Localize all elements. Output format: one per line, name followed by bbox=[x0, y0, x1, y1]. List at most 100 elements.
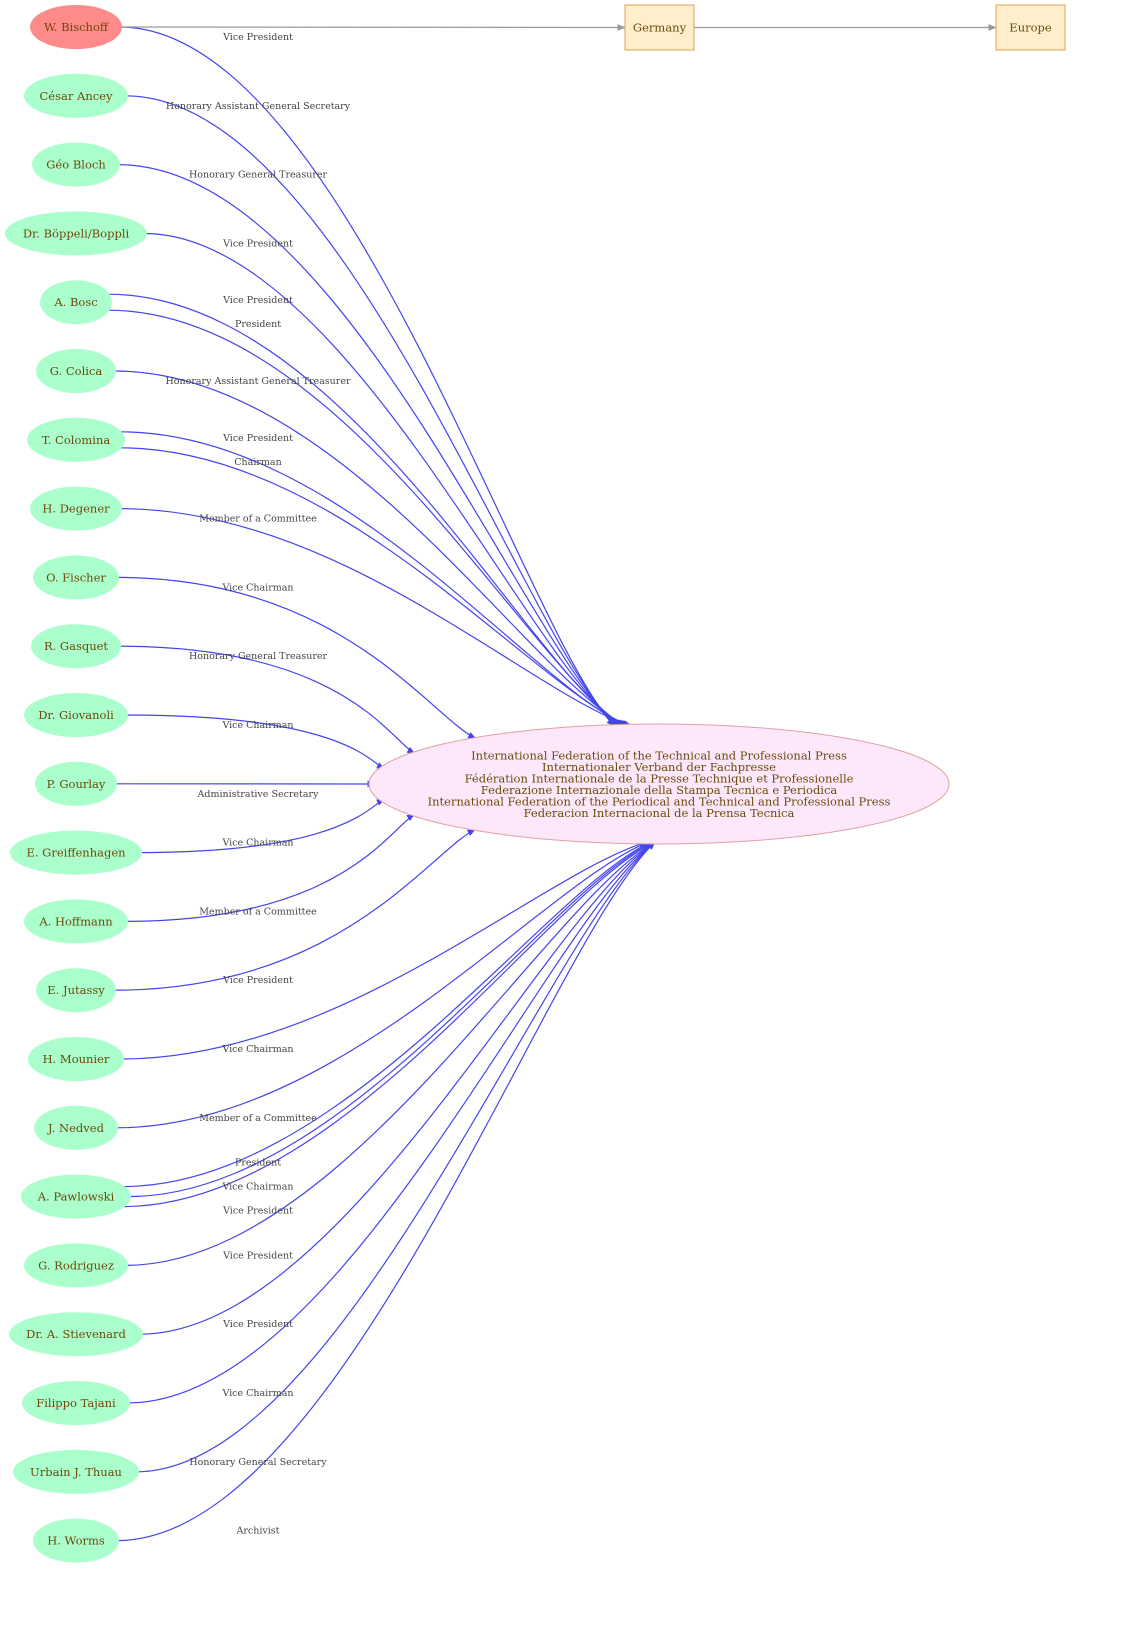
edge-label: Member of a Committee bbox=[199, 514, 317, 525]
place-node-europe[interactable]: Europe bbox=[995, 4, 1066, 51]
person-ellipse bbox=[22, 1381, 130, 1425]
organization-name-line: International Federation of the Periodic… bbox=[428, 794, 891, 808]
edge-label: Chairman bbox=[234, 457, 281, 468]
edge-label: Vice President bbox=[222, 1206, 293, 1217]
person-node-h-worms[interactable]: H. Worms bbox=[33, 1518, 119, 1563]
edge-h-worms-archivist bbox=[116, 841, 656, 1542]
edge-label: Vice Chairman bbox=[221, 1182, 293, 1193]
edge-label: Vice Chairman bbox=[221, 838, 293, 849]
edge-a-pawlowski-vice-chairman bbox=[128, 841, 654, 1198]
edge-g-colica-honorary-assistant-general-treasurer bbox=[113, 370, 627, 727]
edge-label: Vice Chairman bbox=[221, 1388, 293, 1399]
person-node-h-degener[interactable]: H. Degener bbox=[30, 486, 122, 531]
person-name: J. Nedved bbox=[47, 1121, 105, 1135]
edge-label: Honorary General Secretary bbox=[189, 1457, 327, 1468]
person-node-j-nedved[interactable]: J. Nedved bbox=[34, 1105, 118, 1150]
edge-a-pawlowski-president bbox=[122, 841, 652, 1188]
person-name: Dr. Giovanoli bbox=[38, 708, 114, 722]
person-ellipse bbox=[32, 142, 120, 187]
person-name: H. Worms bbox=[47, 1534, 105, 1548]
person-ellipse bbox=[30, 486, 122, 531]
edge-dr-giovanoli-vice-chairman bbox=[125, 714, 386, 770]
edge-g-rodriguez-vice-president bbox=[125, 841, 656, 1266]
edge-bischoff-germany bbox=[121, 24, 626, 31]
place-node-germany[interactable]: Germany bbox=[624, 4, 695, 51]
person-ellipse bbox=[24, 693, 128, 737]
edge-label: Honorary Assistant General Treasurer bbox=[165, 376, 350, 387]
person-node-p-gourlay[interactable]: P. Gourlay bbox=[35, 761, 117, 806]
person-ellipse bbox=[9, 1312, 143, 1357]
edge-j-nedved-member-of-a-committee bbox=[115, 841, 650, 1129]
edge-dr-boppeli-boppli-vice-president bbox=[143, 232, 621, 727]
person-ellipse bbox=[31, 624, 121, 669]
organization-name-line: International Federation of the Technica… bbox=[471, 748, 847, 762]
edge-label: Vice President bbox=[222, 975, 293, 986]
organization-name-line: Federacion Internacional de la Prensa Te… bbox=[524, 806, 795, 820]
person-node-t-colomina[interactable]: T. Colomina bbox=[27, 417, 125, 462]
edge-label: Honorary Assistant General Secretary bbox=[166, 101, 351, 112]
organization-node[interactable]: International Federation of the Technica… bbox=[368, 723, 950, 845]
organization-name-line: Fédération Internationale de la Presse T… bbox=[465, 771, 854, 785]
person-node-urbain-j-thuau[interactable]: Urbain J. Thuau bbox=[13, 1449, 139, 1494]
person-name: Dr. A. Stievenard bbox=[26, 1327, 126, 1341]
edge-label: Vice Chairman bbox=[221, 1044, 293, 1055]
person-name: Filippo Tajani bbox=[36, 1396, 116, 1410]
person-ellipse bbox=[35, 761, 117, 806]
person-node-a-hoffmann[interactable]: A. Hoffmann bbox=[24, 899, 128, 944]
edge-label: Vice Chairman bbox=[221, 720, 293, 731]
person-name: O. Fischer bbox=[46, 570, 106, 584]
person-ellipse bbox=[10, 830, 142, 875]
edge-label: Vice President bbox=[222, 238, 293, 249]
person-node-g-colica[interactable]: G. Colica bbox=[36, 349, 116, 393]
person-node-r-gasquet[interactable]: R. Gasquet bbox=[31, 624, 121, 669]
person-node-filippo-tajani[interactable]: Filippo Tajani bbox=[22, 1381, 130, 1425]
organization-ellipse bbox=[368, 723, 950, 845]
edge-label: Archivist bbox=[236, 1526, 280, 1537]
edge-label: Honorary General Treasurer bbox=[189, 651, 328, 662]
person-ellipse bbox=[28, 1037, 124, 1081]
edge-h-degener-member-of-a-committee bbox=[119, 508, 633, 727]
edge-urbain-j-thuau-honorary-general-secretary bbox=[135, 841, 656, 1473]
person-node-o-fischer[interactable]: O. Fischer bbox=[33, 555, 119, 600]
person-name: A. Hoffmann bbox=[38, 914, 113, 928]
edge-label: Administrative Secretary bbox=[197, 789, 320, 800]
person-name: H. Mounier bbox=[43, 1052, 110, 1066]
organization-name-line: Internationaler Verband der Fachpresse bbox=[542, 760, 776, 774]
person-node-a-bosc[interactable]: A. Bosc bbox=[40, 280, 112, 325]
person-node-e-greiffenhagen[interactable]: E. Greiffenhagen bbox=[10, 830, 142, 875]
person-node-dr-giovanoli[interactable]: Dr. Giovanoli bbox=[24, 693, 128, 737]
person-name: César Ancey bbox=[40, 89, 113, 103]
person-node-cesar-ancey[interactable]: César Ancey bbox=[24, 73, 128, 118]
person-ellipse bbox=[5, 211, 147, 256]
person-name: H. Degener bbox=[42, 502, 110, 516]
person-name: G. Rodriguez bbox=[38, 1258, 114, 1272]
edge-label: Honorary General Treasurer bbox=[189, 170, 328, 181]
person-node-dr-a-stievenard[interactable]: Dr. A. Stievenard bbox=[9, 1312, 143, 1357]
person-ellipse bbox=[40, 280, 112, 325]
edge-dr-a-stievenard-vice-president bbox=[139, 841, 656, 1335]
edge-label: Member of a Committee bbox=[199, 1113, 317, 1124]
person-ellipse bbox=[36, 349, 116, 393]
edge-r-gasquet-honorary-general-treasurer bbox=[118, 645, 416, 755]
edge-label: Vice President bbox=[222, 1319, 293, 1330]
person-name: Dr. Böppeli/Boppli bbox=[23, 226, 130, 240]
person-node-e-jutassy[interactable]: E. Jutassy bbox=[36, 968, 116, 1013]
person-node-h-mounier[interactable]: H. Mounier bbox=[28, 1037, 124, 1081]
person-node-geo-bloch[interactable]: Géo Bloch bbox=[32, 142, 120, 187]
edge-filippo-tajani-vice-chairman bbox=[127, 841, 656, 1404]
person-ellipse bbox=[30, 5, 122, 49]
person-node-dr-boppeli-boppli[interactable]: Dr. Böppeli/Boppli bbox=[5, 211, 147, 256]
person-ellipse bbox=[24, 1243, 128, 1288]
edge-cesar-ancey-honorary-assistant-general-secretary bbox=[125, 95, 617, 727]
person-node-w-bischoff[interactable]: W. Bischoff bbox=[30, 5, 122, 49]
person-ellipse bbox=[34, 1105, 118, 1150]
edge-w-bischoff-vice-president bbox=[119, 26, 615, 727]
edge-a-bosc-vice-president bbox=[107, 293, 623, 727]
person-name: Urbain J. Thuau bbox=[30, 1465, 122, 1479]
edge-o-fischer-vice-chairman bbox=[116, 576, 477, 740]
person-node-a-pawlowski[interactable]: A. Pawlowski bbox=[21, 1174, 131, 1219]
person-ellipse bbox=[24, 73, 128, 118]
person-node-g-rodriguez[interactable]: G. Rodriguez bbox=[24, 1243, 128, 1288]
